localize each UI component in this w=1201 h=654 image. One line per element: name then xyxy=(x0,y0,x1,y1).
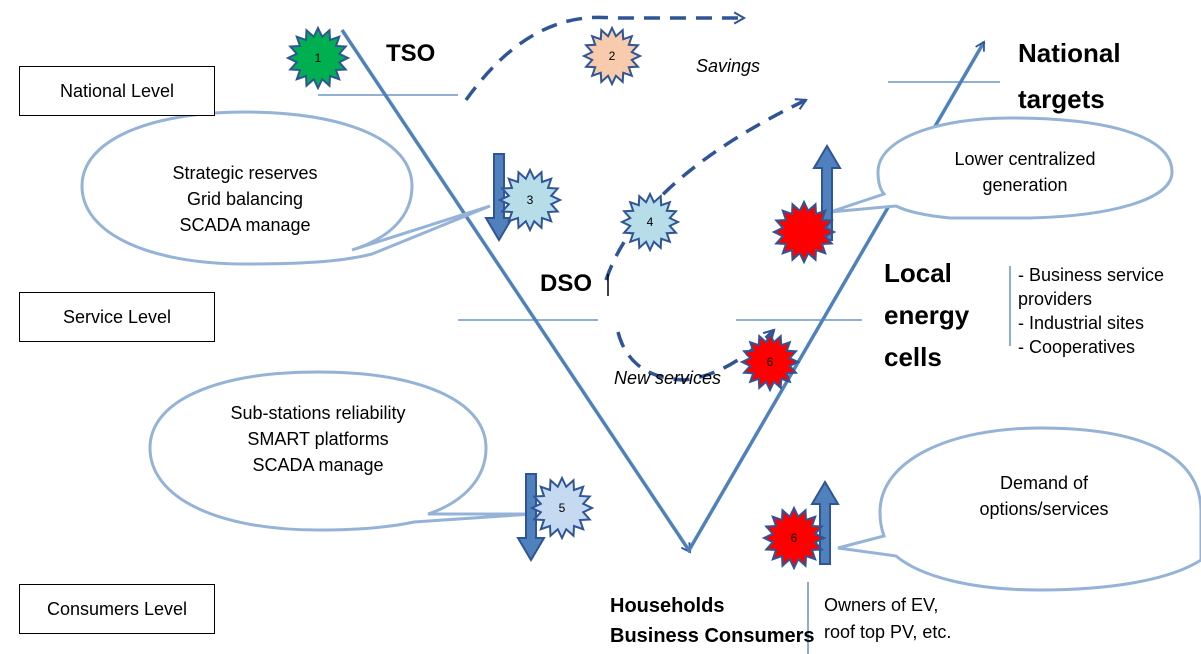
local-cells-list: - Business service providers - Industria… xyxy=(1018,264,1164,360)
service-level-box: Service Level xyxy=(19,292,215,342)
star-badge xyxy=(739,331,801,393)
bubble-dso xyxy=(148,370,533,532)
new-services-label: New services xyxy=(614,368,722,388)
dso-bubble-line: SCADA manage xyxy=(252,455,384,476)
down-arrow-dso xyxy=(516,473,546,562)
up-arrow-central xyxy=(812,144,842,241)
consumers-level-box: Consumers Level xyxy=(19,584,215,634)
local-cells-line1: Local xyxy=(884,258,952,288)
business-consumers-label: Business Consumers xyxy=(610,625,815,647)
star-badge-number: 5 xyxy=(559,501,566,515)
bubble-demand xyxy=(837,426,1201,592)
tso-bubble-line: Grid balancing xyxy=(186,189,304,210)
consumers-list: Owners of EV, roof top PV, etc. xyxy=(824,592,951,646)
down-arrow-tso xyxy=(484,153,514,242)
local-cells-list-item: providers xyxy=(1018,288,1093,309)
local-cells-list-item: - Industrial sites xyxy=(1018,312,1145,333)
star-badge-number: 6 xyxy=(767,355,774,369)
consumers-level-label: Consumers Level xyxy=(46,598,188,619)
star-badge-number: 4 xyxy=(647,215,654,229)
national-targets-line2: targets xyxy=(1018,84,1105,114)
consumers-list-item: roof top PV, etc. xyxy=(824,622,952,642)
star-badge xyxy=(581,25,643,87)
service-level-label: Service Level xyxy=(62,306,172,327)
tso-bubble-line: SCADA manage xyxy=(179,215,311,236)
local-cells-list-item: - Business service xyxy=(1018,265,1165,285)
demand-bubble-text: Demand of options/services xyxy=(944,470,1144,522)
local-cells-line3: cells xyxy=(884,342,942,372)
up-arrow-demand xyxy=(810,480,840,565)
central-bubble-line: generation xyxy=(982,175,1068,196)
dso-bubble-text: Sub-stations reliability SMART platforms… xyxy=(188,400,448,478)
national-level-box: National Level xyxy=(19,66,215,116)
star-badge xyxy=(497,167,563,233)
central-bubble-text: Lower centralized generation xyxy=(920,146,1130,198)
star-badge xyxy=(619,191,681,253)
dso-bubble-line: Sub-stations reliability xyxy=(230,403,406,423)
star-badge xyxy=(761,505,827,571)
national-targets-line1: National xyxy=(1018,38,1121,68)
households-label: Households xyxy=(610,595,725,617)
tso-to-households-line xyxy=(340,29,692,554)
dso-label: DSO xyxy=(540,270,593,297)
dso-bubble-line: SMART platforms xyxy=(247,429,389,450)
star-badges: 1 2 3 4 5 6 6 xyxy=(285,25,837,571)
star-badge xyxy=(285,25,351,91)
star-badge-number: 6 xyxy=(791,531,798,545)
savings-flow-arrow xyxy=(464,11,747,102)
star-badge xyxy=(529,475,595,541)
star-badge-number: 3 xyxy=(527,193,534,207)
local-cells-line2: energy xyxy=(884,300,970,330)
national-level-label: National Level xyxy=(59,80,175,101)
demand-bubble-line: Demand of xyxy=(999,473,1089,493)
bubble-central xyxy=(829,116,1174,220)
central-bubble-line: Lower centralized xyxy=(954,149,1096,169)
tso-bubble-text: Strategic reserves Grid balancing SCADA … xyxy=(130,160,360,238)
star-badge-number: 2 xyxy=(609,49,616,63)
savings-label: Savings xyxy=(696,56,761,76)
local-cells-list-item: - Cooperatives xyxy=(1018,336,1136,357)
demand-bubble-line: options/services xyxy=(979,499,1109,520)
star-badge xyxy=(771,199,837,265)
tso-label: TSO xyxy=(386,40,436,67)
consumers-list-item: Owners of EV, xyxy=(824,595,939,615)
star-badge-number: 1 xyxy=(315,51,322,65)
tso-bubble-line: Strategic reserves xyxy=(172,163,318,183)
dso-upward-flow-arrow xyxy=(604,98,808,281)
